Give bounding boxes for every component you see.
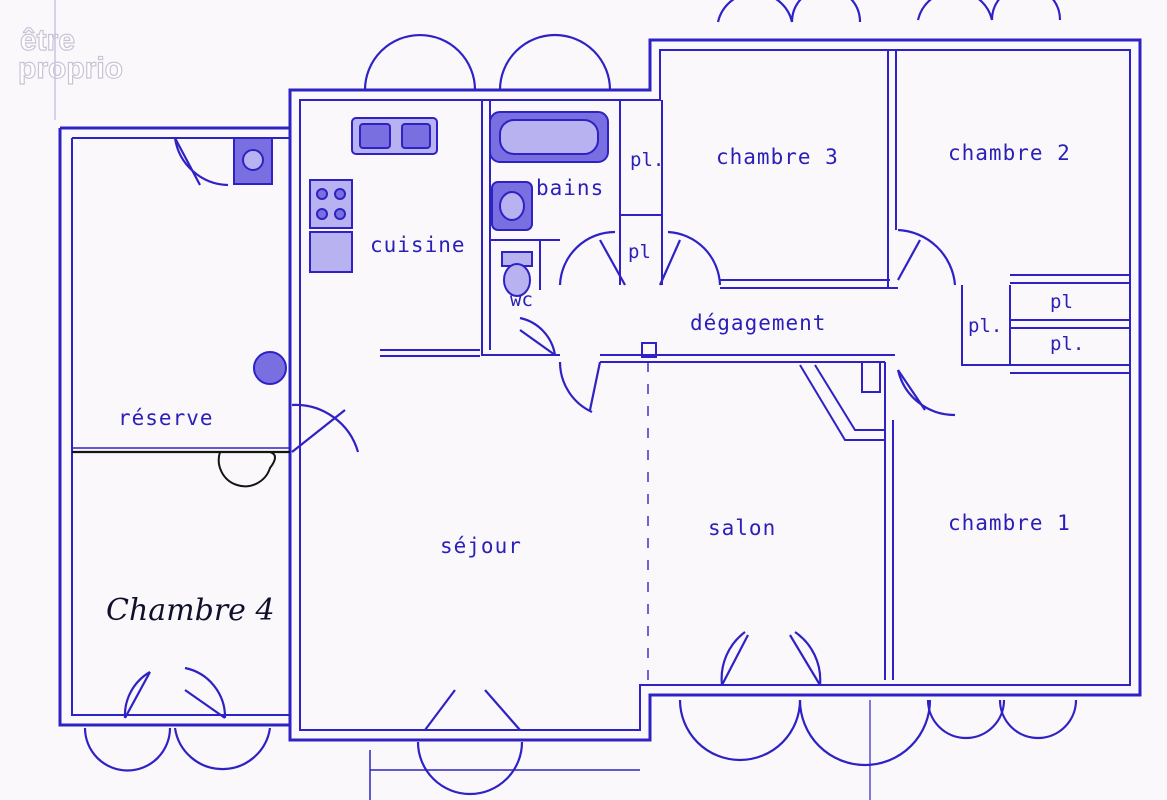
label-wc: wc — [510, 289, 533, 311]
label-degagement: dégagement — [690, 311, 826, 335]
room-labels: chambre 3 chambre 2 chambre 1 cuisine ba… — [106, 141, 1084, 628]
label-placard-5: pl. — [1050, 333, 1084, 355]
stove-icon — [309, 179, 353, 229]
label-cuisine: cuisine — [370, 233, 466, 257]
label-chambre-3: chambre 3 — [716, 145, 839, 169]
watermark-line2: proprio — [18, 52, 123, 85]
fixtures — [233, 111, 609, 385]
label-reserve: réserve — [118, 406, 214, 430]
label-placard-1: pl. — [630, 149, 664, 171]
counter-icon — [309, 231, 353, 273]
label-placard-2: pl — [628, 241, 651, 263]
label-placard-3: pl. — [968, 315, 1002, 337]
interior-walls — [380, 50, 1130, 690]
label-chambre-4-handwritten: Chambre 4 — [106, 593, 275, 628]
annex-walls — [58, 126, 290, 727]
label-placard-4: pl — [1050, 291, 1073, 313]
tank-icon — [253, 351, 287, 385]
label-salon: salon — [708, 516, 776, 540]
label-bains: bains — [536, 176, 604, 200]
watermark-logo: être proprio — [17, 23, 123, 85]
exterior-marks — [369, 700, 871, 800]
exterior-walls — [288, 38, 1142, 742]
label-sejour: séjour — [440, 534, 522, 558]
doors — [83, 0, 1078, 796]
label-chambre-2: chambre 2 — [948, 141, 1071, 165]
watermark-line1: être — [20, 24, 75, 57]
label-chambre-1: chambre 1 — [948, 511, 1071, 535]
